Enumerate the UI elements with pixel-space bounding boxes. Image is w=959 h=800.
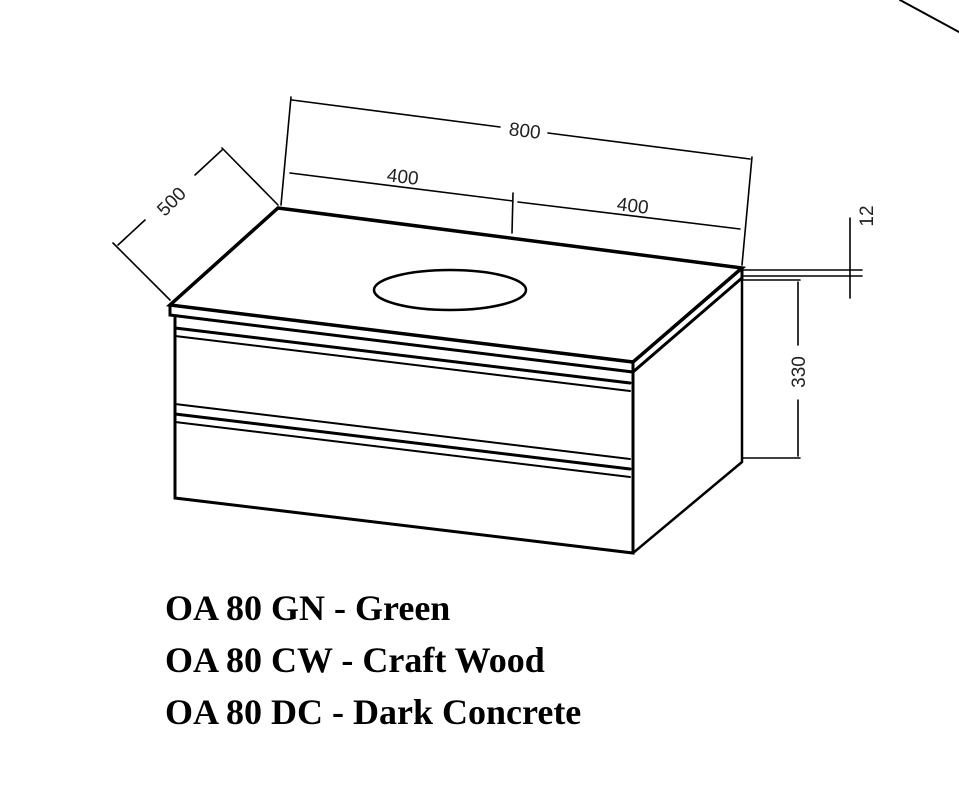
dim-width-left: 400 [386, 165, 420, 190]
model-list: OA 80 GN - Green OA 80 CW - Craft Wood O… [165, 582, 581, 738]
dim-height: 330 [789, 356, 810, 388]
model-code: OA 80 CW [165, 640, 333, 680]
model-code: OA 80 GN [165, 588, 326, 628]
dim-width-total: 800 [508, 119, 542, 144]
drawer-1-bottom [174, 403, 631, 460]
separator: - [323, 692, 354, 732]
cabinet-front [173, 316, 635, 555]
drawer-1-top [173, 326, 632, 385]
separator: - [332, 640, 363, 680]
cabinet-side [631, 276, 744, 555]
model-color: Craft Wood [362, 640, 545, 680]
dim-top-thickness: 12 [857, 205, 878, 226]
drawer-2-top [173, 412, 632, 471]
corner-line [899, 0, 959, 33]
dim-depth: 500 [153, 183, 190, 220]
model-item: OA 80 GN - Green [165, 582, 581, 634]
sink-basin [372, 268, 528, 312]
model-code: OA 80 DC [165, 692, 324, 732]
model-item: OA 80 CW - Craft Wood [165, 634, 581, 686]
separator: - [325, 588, 356, 628]
dim-width-right: 400 [616, 194, 650, 219]
model-color: Dark Concrete [353, 692, 582, 732]
model-item: OA 80 DC - Dark Concrete [165, 686, 581, 738]
model-color: Green [355, 588, 451, 628]
